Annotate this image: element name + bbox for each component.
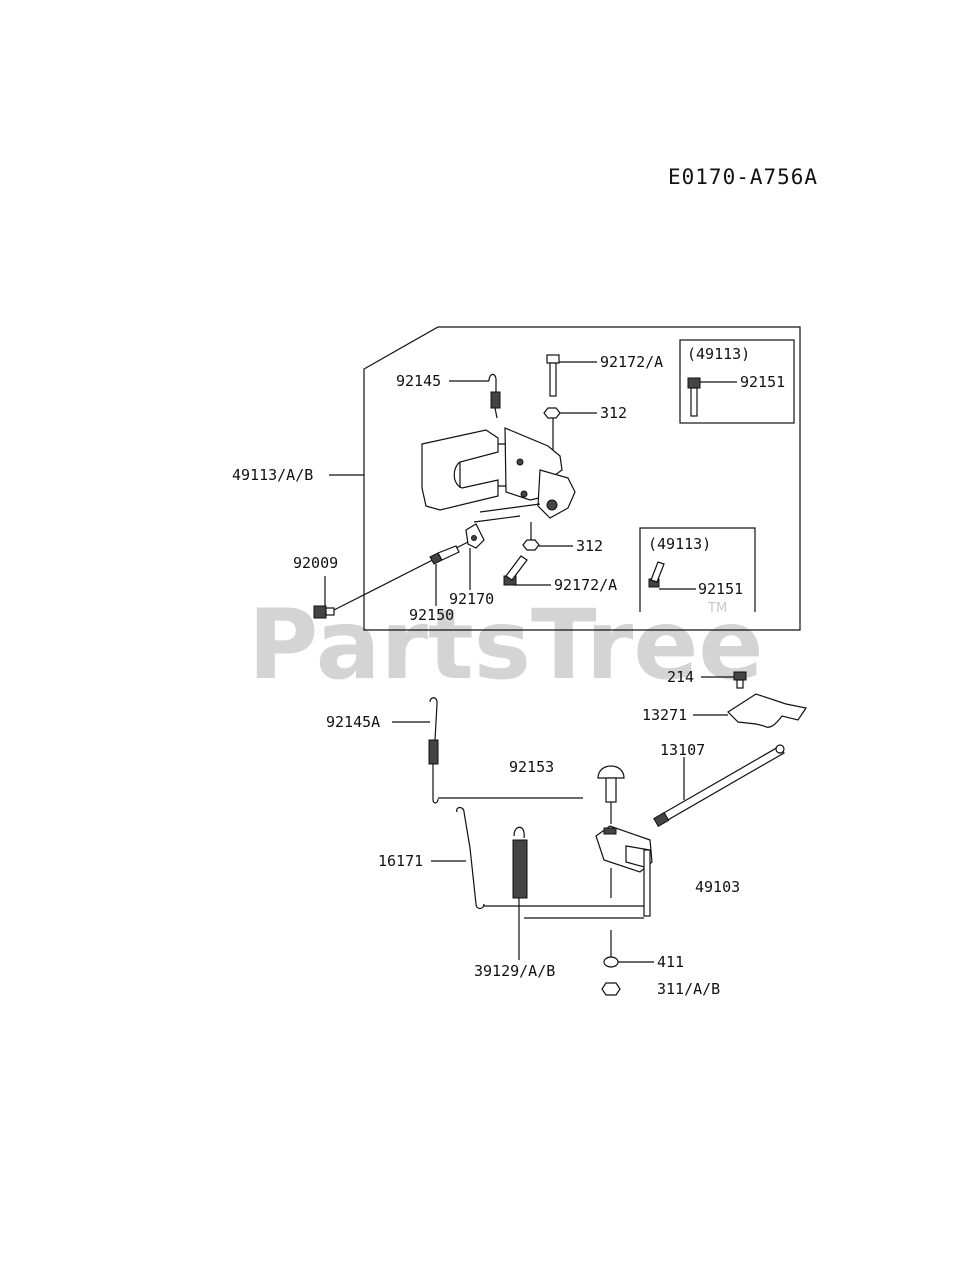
bolt-92153 xyxy=(597,765,625,803)
nut-312-mid xyxy=(522,539,540,551)
nut-312-top xyxy=(543,407,561,419)
control-bracket xyxy=(421,418,576,523)
label-92172a-top: 92172/A xyxy=(600,353,663,371)
bolt-92150 xyxy=(429,545,460,565)
inset-box-b xyxy=(639,527,756,612)
label-16171: 16171 xyxy=(378,852,423,870)
label-92009: 92009 xyxy=(293,554,338,572)
label-92145a: 92145A xyxy=(326,713,380,731)
clip-92170 xyxy=(465,523,485,549)
inset-box-a xyxy=(679,339,795,424)
label-13271: 13271 xyxy=(642,706,687,724)
screw-214 xyxy=(733,671,747,689)
spring-92145 xyxy=(488,373,501,419)
label-411: 411 xyxy=(657,953,684,971)
label-92151-a: 92151 xyxy=(740,373,785,391)
screw-92151-b xyxy=(648,561,665,588)
label-311ab: 311/A/B xyxy=(657,980,720,998)
label-214: 214 xyxy=(667,668,694,686)
rod-16171 xyxy=(456,806,485,910)
label-92145: 92145 xyxy=(396,372,441,390)
plate-13271 xyxy=(727,693,807,728)
label-49113ab: 49113/A/B xyxy=(232,466,313,484)
spring-39129ab xyxy=(512,826,528,918)
label-39129ab: 39129/A/B xyxy=(474,962,555,980)
bolt-92009 xyxy=(313,605,335,619)
washer-411 xyxy=(603,956,619,968)
bolt-92172a-mid xyxy=(503,555,528,586)
spring-92145a xyxy=(428,697,439,804)
label-92153: 92153 xyxy=(509,758,554,776)
lever-49103 xyxy=(595,825,653,917)
bolt-92172a-top xyxy=(546,354,560,397)
shaft-13107 xyxy=(653,744,785,828)
label-13107: 13107 xyxy=(660,741,705,759)
assembly-outline xyxy=(363,326,801,631)
nut-311ab xyxy=(601,982,621,996)
label-49103: 49103 xyxy=(695,878,740,896)
watermark-tm: TM xyxy=(707,601,727,616)
label-312-mid: 312 xyxy=(576,537,603,555)
label-312-top: 312 xyxy=(600,404,627,422)
label-92172a-mid: 92172/A xyxy=(554,576,617,594)
diagram-code: E0170-A756A xyxy=(668,165,818,189)
label-92151-b: 92151 xyxy=(698,580,743,598)
inset-box-b-title: (49113) xyxy=(648,535,711,553)
label-92170: 92170 xyxy=(449,590,494,608)
inset-box-a-title: (49113) xyxy=(687,345,750,363)
screw-92151-a xyxy=(687,377,701,417)
label-92150: 92150 xyxy=(409,606,454,624)
